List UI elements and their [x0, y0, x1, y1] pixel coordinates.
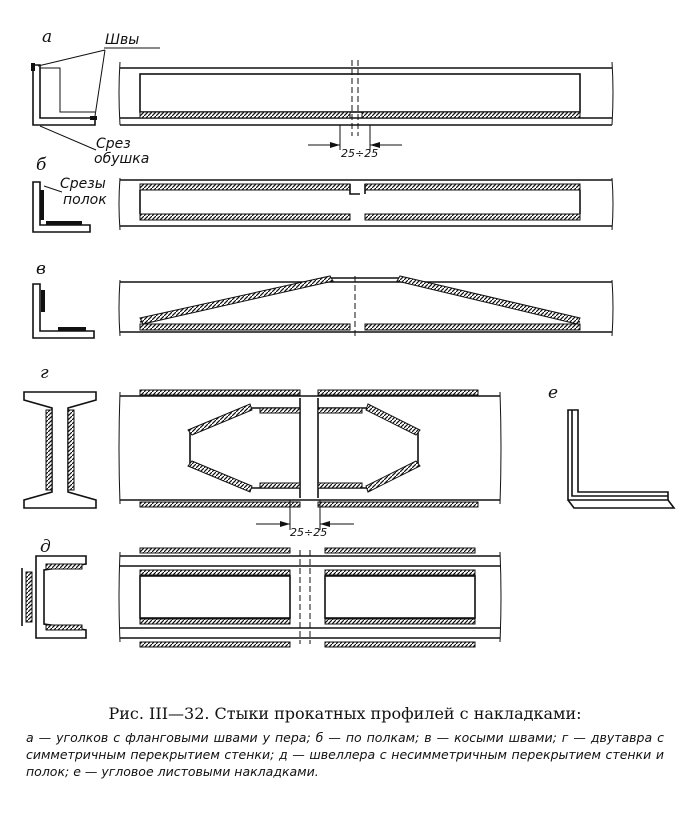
label-a: а — [42, 27, 52, 47]
section-g-ibeam — [23, 391, 97, 509]
figure-caption: Рис. III—32. Стыки прокатных профилей с … — [20, 704, 670, 780]
note-butt-cut-2: обушка — [94, 151, 149, 167]
note-flange-cuts-2: полок — [63, 192, 107, 208]
label-d: д — [40, 537, 51, 557]
joint-b-plan — [118, 177, 614, 231]
label-b: б — [36, 155, 47, 175]
joint-a-plan: 25÷25 — [118, 60, 614, 160]
section-e-angle — [567, 409, 676, 509]
note-flange-cuts-1: Срезы — [60, 176, 106, 192]
section-b-angle — [32, 181, 91, 233]
label-g: г — [40, 363, 49, 383]
section-a-angle — [31, 63, 97, 126]
caption-title: Рис. III—32. Стыки прокатных профилей с … — [108, 704, 582, 723]
dim-a: 25÷25 — [341, 147, 378, 160]
joint-d-plan — [118, 547, 502, 648]
joint-drawings: а Швы Срез обушка 25÷25 б Срезы пол — [21, 27, 676, 648]
note-butt-cut-1: Срез — [96, 136, 131, 152]
joint-g-plan: 25÷25 — [118, 389, 502, 539]
section-v-angle — [32, 283, 95, 339]
caption-text: а — уголков с фланговыми швами у пера; б… — [26, 730, 664, 779]
dim-g: 25÷25 — [290, 526, 327, 539]
label-v: в — [36, 259, 46, 279]
label-e: е — [548, 383, 558, 403]
note-welds: Швы — [105, 32, 139, 48]
joint-v-plan — [118, 275, 614, 338]
section-d-channel — [21, 555, 87, 639]
